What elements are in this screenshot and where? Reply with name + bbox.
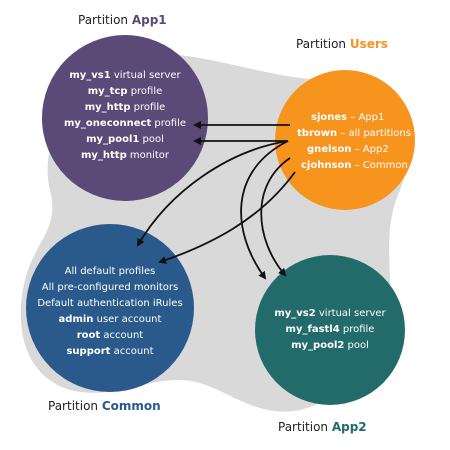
- app2-partition-name: App2: [331, 420, 367, 434]
- users-partition-prefix: Partition: [296, 37, 350, 51]
- users-list: sjones – App1 tbrown – all partitions gn…: [297, 110, 411, 174]
- app1-object-item: my_http profile: [84, 102, 166, 113]
- app2-object-list: my_vs2 virtual server my_fastl4 profile …: [260, 306, 400, 354]
- app2-object-item: my_fastl4 profile: [285, 324, 375, 335]
- common-partition-name: Common: [101, 399, 161, 413]
- users-partition-circle: [275, 70, 415, 210]
- user-entry-cjohnson: cjohnson – Common: [301, 160, 408, 171]
- arrow-tbrown-to-common: [136, 140, 289, 247]
- app1-partition-circle: [42, 35, 208, 201]
- arrow-cjohnson-to-common: [158, 171, 296, 264]
- app1-partition-name: App1: [131, 13, 167, 27]
- common-object-item: admin user account: [58, 314, 162, 325]
- app1-partition-title: Partition App1: [78, 13, 167, 27]
- common-partition-prefix: Partition: [48, 399, 102, 413]
- app1-object-item: my_oneconnect profile: [63, 118, 186, 129]
- access-arrows: [136, 121, 296, 280]
- common-object-item: All pre-configured monitors: [41, 282, 179, 293]
- common-partition-title: Partition Common: [48, 399, 161, 413]
- common-object-item: Default authentication iRules: [37, 298, 183, 309]
- app1-object-item: my_pool1 pool: [86, 134, 164, 145]
- common-partition-circle: [26, 224, 194, 392]
- app1-object-item: my_vs1 virtual server: [69, 70, 181, 81]
- user-entry-tbrown: tbrown – all partitions: [297, 128, 411, 139]
- app2-object-item: my_pool2 pool: [291, 340, 369, 351]
- app2-partition-prefix: Partition: [278, 420, 332, 434]
- app2-object-item: my_vs2 virtual server: [274, 308, 386, 319]
- app1-partition-prefix: Partition: [78, 13, 132, 27]
- user-entry-gnelson: gnelson – App2: [307, 144, 389, 155]
- arrow-tbrown-to-app2: [240, 140, 289, 280]
- app1-object-item: my_tcp profile: [87, 86, 163, 97]
- common-object-list: All default profiles All pre-configured …: [28, 264, 192, 360]
- app2-partition-title: Partition App2: [278, 420, 367, 434]
- app2-partition-circle: [255, 255, 405, 405]
- users-partition-title: Partition Users: [296, 37, 388, 51]
- app1-object-item: my_http monitor: [80, 150, 170, 161]
- arrow-gnelson-to-app2: [260, 157, 291, 277]
- common-object-item: All default profiles: [64, 266, 156, 277]
- common-object-item: support account: [66, 346, 154, 357]
- user-entry-sjones: sjones – App1: [311, 112, 385, 123]
- common-object-item: root account: [76, 330, 144, 341]
- users-partition-name: Users: [349, 37, 388, 51]
- app1-object-list: my_vs1 virtual server my_tcp profile my_…: [42, 68, 208, 164]
